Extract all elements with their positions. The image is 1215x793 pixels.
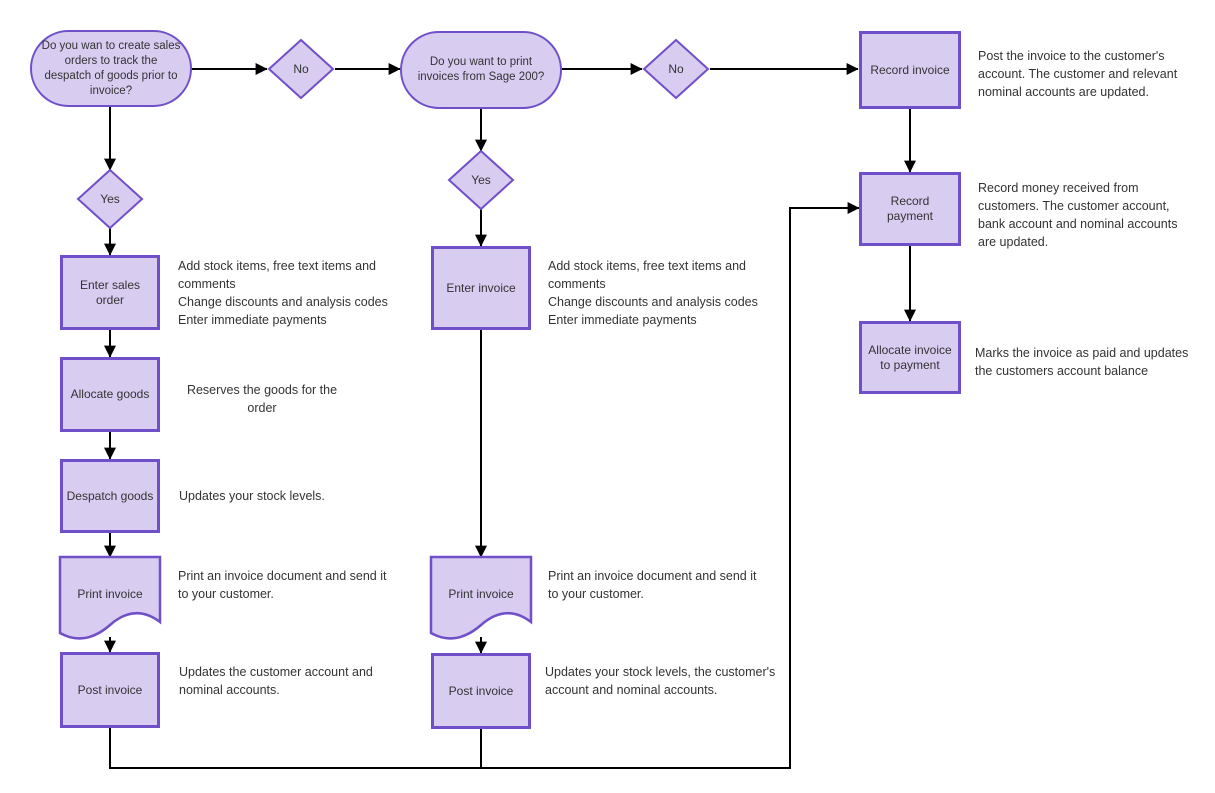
process-enter-sales-order: Enter sales order <box>60 255 160 330</box>
annotation-despatch-goods: Updates your stock levels. <box>179 489 325 503</box>
process-record-invoice-label: Record invoice <box>870 62 950 77</box>
question-print-invoices-label: Do you want to print invoices from Sage … <box>417 56 545 83</box>
annotation-post-invoice-left: Updates the customer account and nominal… <box>179 665 373 697</box>
annotation-enter-invoice: Add stock items, free text items and com… <box>548 259 758 327</box>
document-shape-print-invoice-middle <box>429 555 533 640</box>
question-print-invoices: Do you want to print invoices from Sage … <box>400 31 562 109</box>
process-enter-invoice-label: Enter invoice <box>446 280 516 295</box>
annotation-record-invoice: Post the invoice to the customer's accou… <box>978 49 1178 99</box>
decision-yes-1 <box>76 168 144 230</box>
process-allocate-invoice-to-payment-label: Allocate invoice to payment <box>868 342 952 372</box>
question-create-sales-orders: Do you wan to create sales orders to tra… <box>30 30 192 107</box>
annotation-record-payment: Record money received from customers. Th… <box>978 181 1178 249</box>
process-despatch-goods: Despatch goods <box>60 459 160 533</box>
annotation-enter-sales-order: Add stock items, free text items and com… <box>178 259 388 327</box>
process-record-payment: Record payment <box>859 172 961 246</box>
annotation-print-invoice-middle: Print an invoice document and send it to… <box>548 569 757 601</box>
document-shape-print-invoice-left <box>58 555 162 640</box>
annotation-allocate-invoice-to-payment: Marks the invoice as paid and updates th… <box>975 346 1189 378</box>
question-create-sales-orders-label: Do you wan to create sales orders to tra… <box>41 39 181 97</box>
process-record-invoice: Record invoice <box>859 31 961 109</box>
decision-yes-2 <box>447 149 515 211</box>
annotation-allocate-goods: Reserves the goods for the order <box>186 383 338 415</box>
process-allocate-goods-label: Allocate goods <box>70 387 150 401</box>
process-post-invoice-left-label: Post invoice <box>77 682 143 697</box>
decision-no-2 <box>642 38 710 100</box>
annotation-post-invoice-middle: Updates your stock levels, the customer'… <box>545 665 776 697</box>
process-enter-sales-order-label: Enter sales order <box>79 277 141 307</box>
process-enter-invoice: Enter invoice <box>431 246 531 330</box>
connector-post-invoice-loop-to-record-payment <box>109 202 860 769</box>
process-post-invoice-middle-label: Post invoice <box>448 683 514 698</box>
process-allocate-goods: Allocate goods <box>60 357 160 432</box>
annotation-print-invoice-left: Print an invoice document and send it to… <box>178 569 387 601</box>
process-allocate-invoice-to-payment: Allocate invoice to payment <box>859 321 961 394</box>
process-record-payment-label: Record payment <box>886 194 934 223</box>
process-post-invoice-middle: Post invoice <box>431 653 531 729</box>
process-post-invoice-left: Post invoice <box>60 652 160 728</box>
decision-no-1 <box>267 38 335 100</box>
process-despatch-goods-label: Despatch goods <box>66 488 154 503</box>
